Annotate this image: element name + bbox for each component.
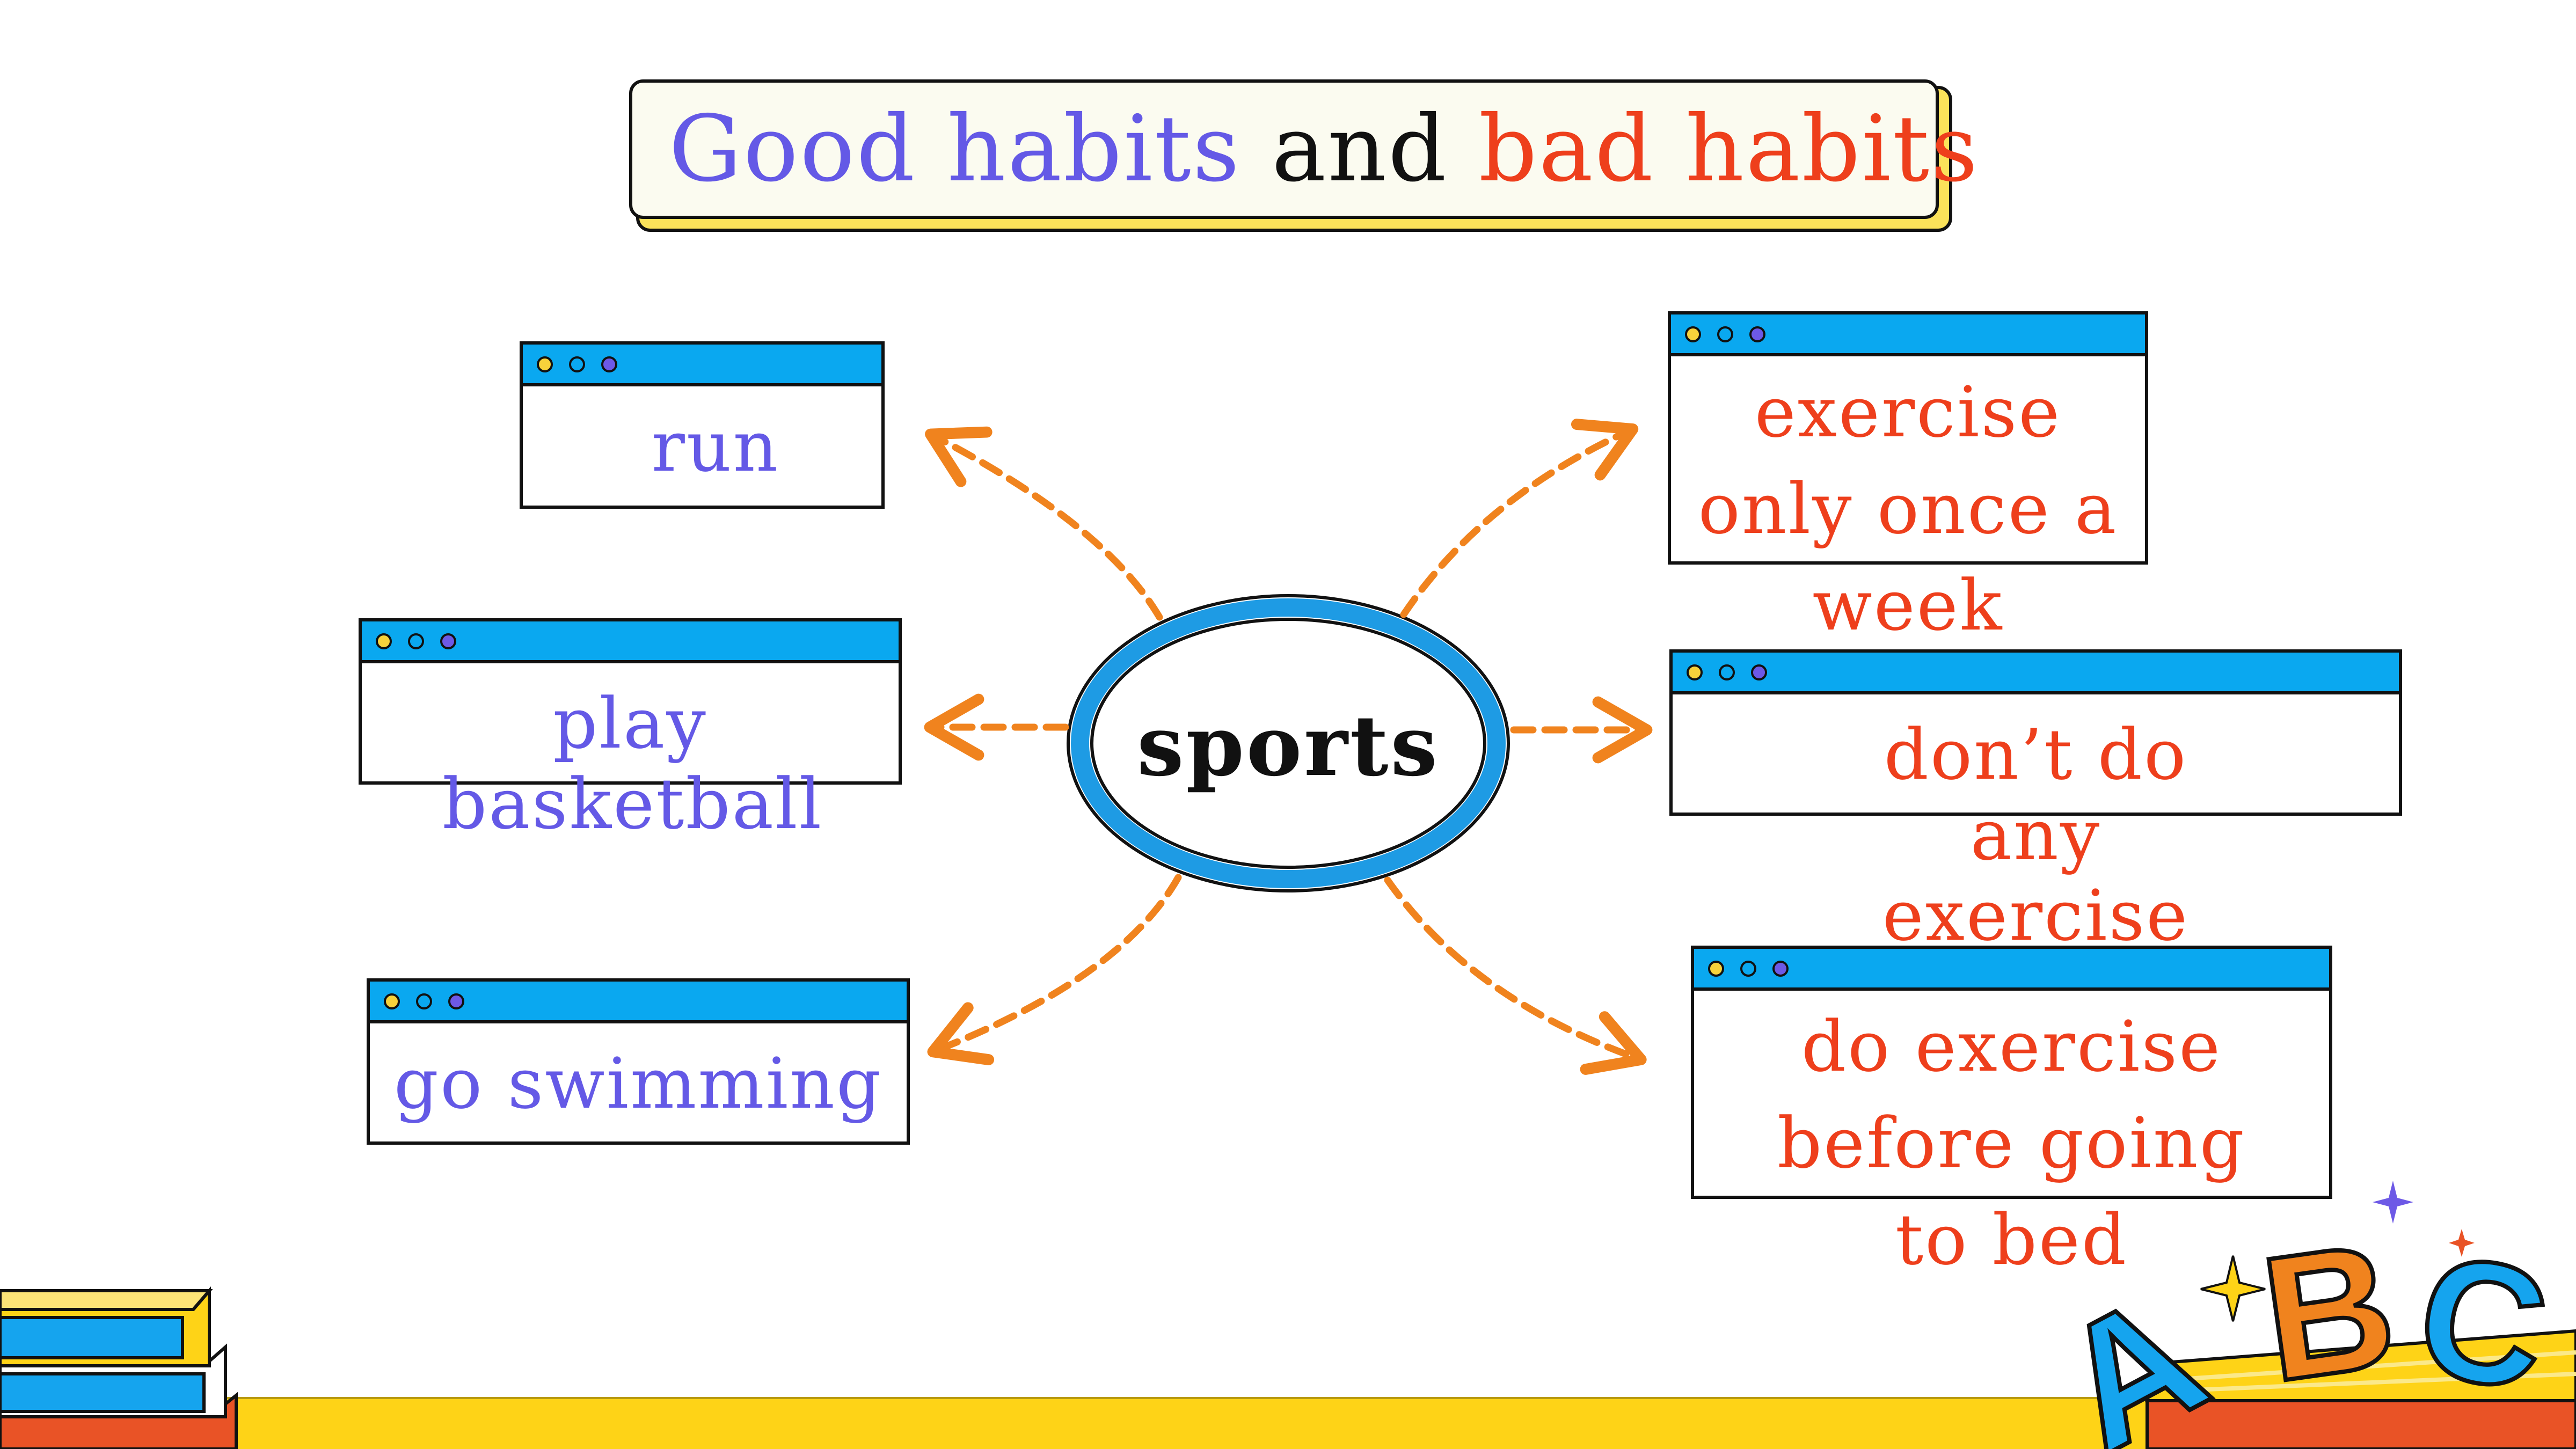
window-dot-icon (1751, 664, 1767, 680)
sparkle-icon (2449, 1229, 2475, 1257)
good-habit-label: go swimming (393, 1043, 883, 1124)
window-dot-icon (1708, 961, 1724, 977)
center-ellipse (1067, 594, 1510, 892)
title-banner: Good habits and bad habits (629, 79, 1977, 219)
title-good-habits: Good habits (669, 96, 1241, 202)
window-dot-icon (384, 993, 400, 1009)
page-title: Good habits and bad habits (669, 104, 1979, 195)
bad-habit-card-exercise-before-bed: do exercise before going to bed (1691, 946, 2332, 1280)
bad-habit-card-no-exercise: don’t do any exercise (1669, 649, 2402, 956)
window-dot-icon (1719, 664, 1735, 680)
good-habit-card-play-basketball: play basketball (359, 618, 902, 844)
window-dot-icon (601, 356, 617, 372)
good-habit-label: run (651, 406, 780, 487)
window-dot-icon (416, 993, 432, 1009)
window-dot-icon (408, 633, 424, 649)
window-dot-icon (1740, 961, 1756, 977)
book-stack-illustration (0, 1286, 238, 1449)
window-dot-icon (1772, 961, 1789, 977)
window-title-bar (1673, 653, 2399, 694)
window-dot-icon (569, 356, 585, 372)
connector-arrow-go-swimming (927, 874, 1182, 1065)
center-node-label: sports (1137, 697, 1440, 795)
title-and: and (1272, 96, 1448, 202)
bad-habit-card-exercise-once: exercise only once a week (1668, 311, 2148, 646)
connector-arrow-exercise-once (1400, 419, 1639, 618)
window-dot-icon (448, 993, 464, 1009)
good-habit-card-go-swimming: go swimming (367, 978, 910, 1145)
window-dot-icon (537, 356, 553, 372)
bad-habit-label: don’t do any exercise (1882, 714, 2190, 956)
window-title-bar (362, 621, 899, 663)
window-dot-icon (1749, 326, 1765, 342)
bad-habit-label: do exercise before going to bed (1777, 1006, 2246, 1280)
window-dot-icon (376, 633, 392, 649)
letter-b: B (2252, 1205, 2406, 1419)
window-title-bar (1694, 949, 2329, 991)
title-bad-habits: bad habits (1478, 96, 1980, 202)
good-habit-card-run: run (520, 341, 885, 509)
good-habit-label: play basketball (442, 683, 823, 845)
window-title-bar (1671, 314, 2145, 356)
window-title-bar (523, 345, 881, 386)
window-dot-icon (1717, 326, 1733, 342)
window-dot-icon (1685, 326, 1701, 342)
bad-habit-label: exercise only once a week (1698, 371, 2118, 646)
window-dot-icon (1687, 664, 1703, 680)
sparkle-icon (2200, 1255, 2266, 1322)
connector-arrow-exercise-before-bed (1384, 876, 1647, 1075)
connector-arrow-run (925, 426, 1163, 621)
sparkle-icon (2373, 1181, 2413, 1224)
window-title-bar (370, 982, 907, 1023)
window-dot-icon (440, 633, 456, 649)
